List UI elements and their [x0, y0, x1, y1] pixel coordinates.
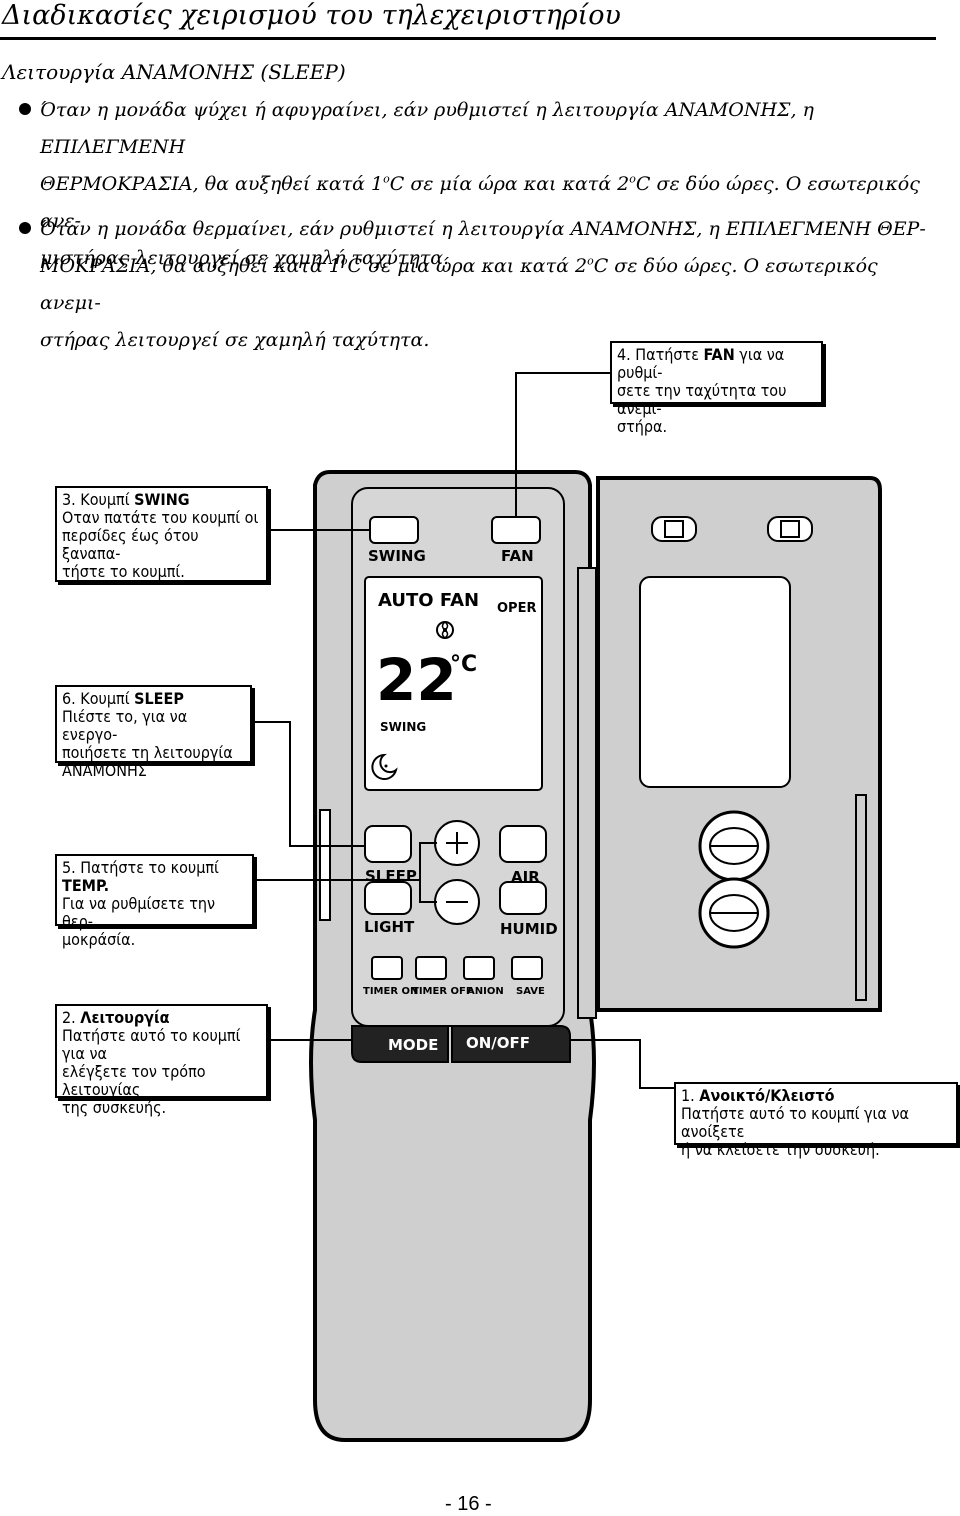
round-plate-icon-1: [698, 810, 770, 882]
mode-button-label: MODE: [388, 1036, 438, 1054]
light-button-label: LIGHT: [364, 918, 415, 936]
round-plate-icon-2: [698, 877, 770, 949]
timer-on-label: TIMER ON: [363, 986, 418, 997]
fan-button: [491, 516, 541, 544]
humid-button-label: HUMID: [500, 920, 558, 938]
lcd-autofan: AUTO FAN: [378, 590, 479, 611]
page-title: Διαδικασίες χειρισμού του τηλεχειριστηρί…: [2, 0, 621, 31]
fan-icon: [436, 621, 454, 639]
air-button: [499, 825, 547, 863]
clip-icon-1: [651, 516, 697, 542]
timer-off-label: TIMER OFF: [412, 986, 473, 997]
leader-lines: [252, 372, 676, 1089]
lcd-screen: [364, 576, 543, 791]
callout-fan: 4. Πατήστε FAN για να ρυθμί- σετε την τα…: [610, 341, 823, 436]
onoff-button-label: ON/OFF: [466, 1034, 530, 1052]
onoff-button: [451, 1025, 571, 1063]
lcd-oper: OPER: [497, 601, 536, 616]
moon-icon: [371, 753, 398, 780]
page-number: - 16 -: [445, 1493, 492, 1515]
humid-button: [499, 881, 547, 915]
save-label: SAVE: [516, 986, 545, 997]
cover-window: [639, 576, 791, 788]
timer-off-button: [415, 956, 447, 980]
section-heading: Λειτουργία ΑΝΑΜΟΝΗΣ (SLEEP): [2, 60, 346, 84]
side-strip: [319, 809, 331, 921]
paragraph-1: Όταν η μονάδα ψύχει ή αφυγραίνει, εάν ρυ…: [40, 99, 920, 269]
callout-sleep: 6. Κουμπί SLEEP Πιέστε το, για να ενεργο…: [55, 685, 252, 780]
callout-mode: 2. Λειτουργία Πατήστε αυτό το κουμπί για…: [55, 1004, 268, 1117]
swing-button: [369, 516, 419, 544]
bullet-2: [19, 222, 31, 234]
clip-icon-2: [767, 516, 813, 542]
light-button: [364, 881, 412, 915]
mode-button: [351, 1025, 449, 1063]
lcd-swing: SWING: [380, 720, 426, 734]
bullet-1: [19, 103, 31, 115]
cover-edge: [855, 794, 867, 1001]
callout-swing: 3. Κουμπί SWING Οταν πατάτε του κουμπί ο…: [55, 486, 268, 582]
hinge: [577, 567, 597, 1019]
anion-label: ANION: [467, 986, 504, 997]
callout-onoff: 1. Ανοικτό/Κλειστό Πατήστε αυτό το κουμπ…: [674, 1082, 958, 1159]
save-button: [511, 956, 543, 980]
swing-button-label: SWING: [368, 547, 426, 565]
sleep-button: [364, 825, 412, 863]
paragraph-2: Όταν η μονάδα θερμαίνει, εάν ρυθμιστεί η…: [40, 218, 926, 351]
title-rule: [0, 37, 936, 40]
callout-temp: 5. Πατήστε το κουμπί TEMP. Για να ρυθμίσ…: [55, 854, 254, 949]
anion-button: [463, 956, 495, 980]
lcd-unit: °C: [450, 652, 477, 677]
lcd-temperature: 22: [376, 646, 457, 714]
fan-button-label: FAN: [501, 547, 534, 565]
timer-on-button: [371, 956, 403, 980]
